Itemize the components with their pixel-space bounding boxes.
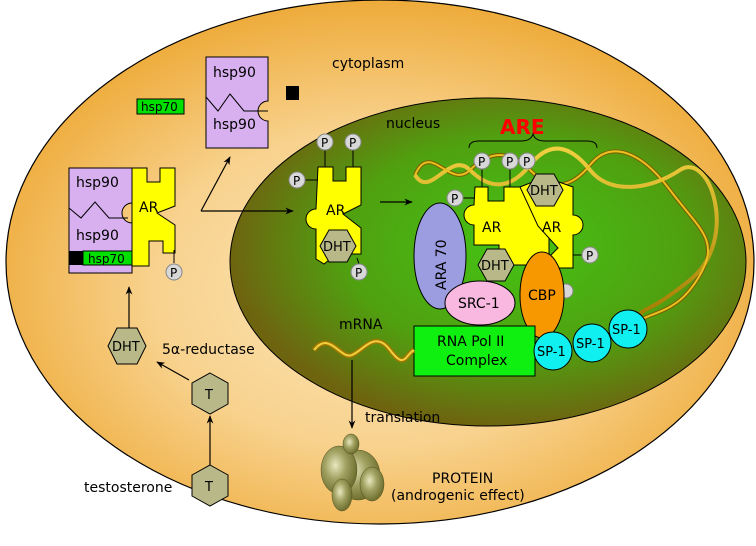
testosterone-outside: T: [191, 464, 229, 507]
mrna-highlight: [313, 340, 415, 362]
svg-text:hsp90: hsp90: [213, 65, 256, 81]
svg-text:hsp70: hsp70: [141, 100, 178, 114]
are-label: ARE: [500, 115, 545, 139]
svg-text:ARA 70: ARA 70: [434, 239, 450, 290]
svg-text:T: T: [204, 480, 213, 495]
dna-helix: [413, 146, 719, 327]
svg-text:hsp90: hsp90: [76, 228, 119, 244]
protein-effect-label: (androgenic effect): [391, 488, 525, 504]
svg-text:T: T: [204, 388, 213, 403]
ar-dimer: AR AR DHT DHT P P P P P: [446, 152, 599, 299]
svg-text:SP-1: SP-1: [537, 345, 566, 360]
svg-text:SRC-1: SRC-1: [458, 296, 500, 312]
svg-text:Complex: Complex: [446, 353, 507, 369]
svg-text:P: P: [586, 249, 593, 263]
testosterone-label: testosterone: [84, 480, 172, 496]
svg-text:P: P: [506, 155, 513, 169]
svg-text:P: P: [293, 174, 300, 188]
svg-text:P: P: [451, 192, 458, 206]
svg-text:RNA Pol II: RNA Pol II: [437, 334, 504, 350]
svg-text:DHT: DHT: [530, 184, 558, 199]
svg-text:AR: AR: [139, 200, 159, 216]
svg-text:P: P: [321, 136, 328, 150]
ar-hsp-complex: hsp90 hsp90 hsp70 AR P: [68, 167, 183, 281]
protein-label: PROTEIN: [432, 471, 493, 487]
ara70: ARA 70: [413, 202, 467, 310]
protein-blob: [320, 433, 385, 512]
svg-text:CBP: CBP: [528, 288, 556, 304]
svg-text:P: P: [523, 155, 530, 169]
svg-text:SP-1: SP-1: [612, 323, 641, 338]
dht-cytoplasm: DHT: [107, 327, 147, 365]
hsp90-dimer-free: hsp90 hsp90: [205, 56, 269, 149]
testosterone-cytoplasm: T: [191, 372, 229, 415]
svg-text:hsp90: hsp90: [213, 117, 256, 133]
translation-label: translation: [365, 410, 440, 426]
svg-text:DHT: DHT: [481, 259, 509, 274]
black-square: [286, 86, 299, 100]
ar-dht-complex: AR DHT P P P P: [288, 133, 368, 281]
svg-text:AR: AR: [482, 220, 502, 236]
svg-text:SP-1: SP-1: [576, 337, 605, 352]
svg-text:P: P: [349, 136, 356, 150]
svg-text:AR: AR: [326, 203, 346, 219]
arrow-dissociation: [200, 156, 231, 212]
reductase-label: 5α-reductase: [162, 342, 255, 358]
svg-text:hsp90: hsp90: [76, 175, 119, 191]
svg-text:hsp70: hsp70: [88, 252, 125, 266]
arrow-t-to-dht: [156, 361, 190, 381]
cbp: CBP: [519, 251, 565, 339]
mrna-label: mRNA: [339, 317, 383, 333]
sp1-factors: SP-1 SP-1 SP-1: [533, 309, 648, 371]
are-brace: [468, 132, 598, 149]
svg-text:P: P: [355, 266, 362, 280]
svg-text:DHT: DHT: [112, 340, 140, 355]
hsp70-free: hsp70: [136, 98, 185, 115]
svg-text:P: P: [170, 266, 177, 280]
rna-pol-ii-complex: RNA Pol II Complex: [413, 325, 536, 377]
svg-text:AR: AR: [542, 220, 562, 236]
src1: SRC-1: [444, 280, 516, 326]
cytoplasm-label: cytoplasm: [332, 56, 404, 72]
svg-text:DHT: DHT: [323, 240, 351, 255]
svg-text:P: P: [478, 155, 485, 169]
nucleus-label: nucleus: [386, 116, 440, 132]
